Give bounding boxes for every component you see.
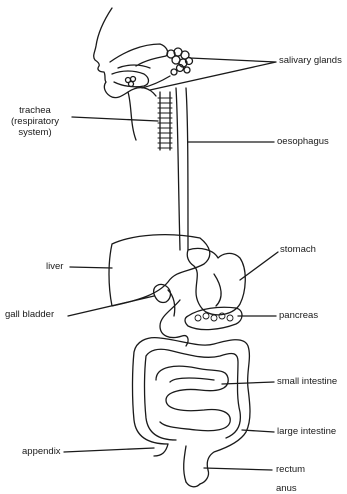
large-intestine-inner (145, 349, 241, 440)
liver-shape (109, 235, 210, 306)
large-intestine-shape (133, 338, 251, 470)
label-anus: anus (276, 483, 297, 494)
appendix-shape (154, 444, 168, 456)
salivary-gland-small (126, 77, 136, 87)
label-trachea-line2: (respiratory (0, 116, 70, 127)
small-intestine-shape (156, 366, 230, 431)
leader-salivary-glands (150, 58, 276, 90)
jaw-line (128, 88, 156, 96)
label-stomach: stomach (280, 244, 316, 255)
leader-stomach (240, 252, 278, 280)
small-intestine-loop (170, 378, 214, 382)
nasal-cavity (110, 44, 168, 66)
palate (118, 65, 150, 68)
trachea-tube (160, 92, 170, 150)
label-trachea-line3: system) (0, 127, 70, 138)
bile-duct (168, 290, 175, 316)
oesophagus-tube (176, 88, 188, 250)
label-salivary-glands: salivary glands (279, 55, 342, 66)
leader-trachea (72, 117, 158, 121)
label-oesophagus: oesophagus (277, 136, 329, 147)
label-appendix: appendix (22, 446, 61, 457)
salivary-glands-shape (167, 48, 193, 75)
stomach-inner-fold (214, 274, 221, 306)
rectum-shape (184, 446, 209, 484)
label-gall-bladder: gall bladder (5, 309, 54, 320)
label-pancreas: pancreas (279, 310, 318, 321)
label-liver: liver (46, 261, 63, 272)
leader-appendix (64, 448, 154, 452)
leader-liver (70, 267, 112, 268)
label-trachea-line1: trachea (0, 105, 70, 116)
label-large-intestine: large intestine (277, 426, 336, 437)
leader-rectum (204, 468, 272, 470)
label-small-intestine: small intestine (277, 376, 337, 387)
label-rectum: rectum (276, 464, 305, 475)
label-trachea: trachea (respiratory system) (0, 105, 70, 138)
anus-opening (186, 482, 200, 487)
